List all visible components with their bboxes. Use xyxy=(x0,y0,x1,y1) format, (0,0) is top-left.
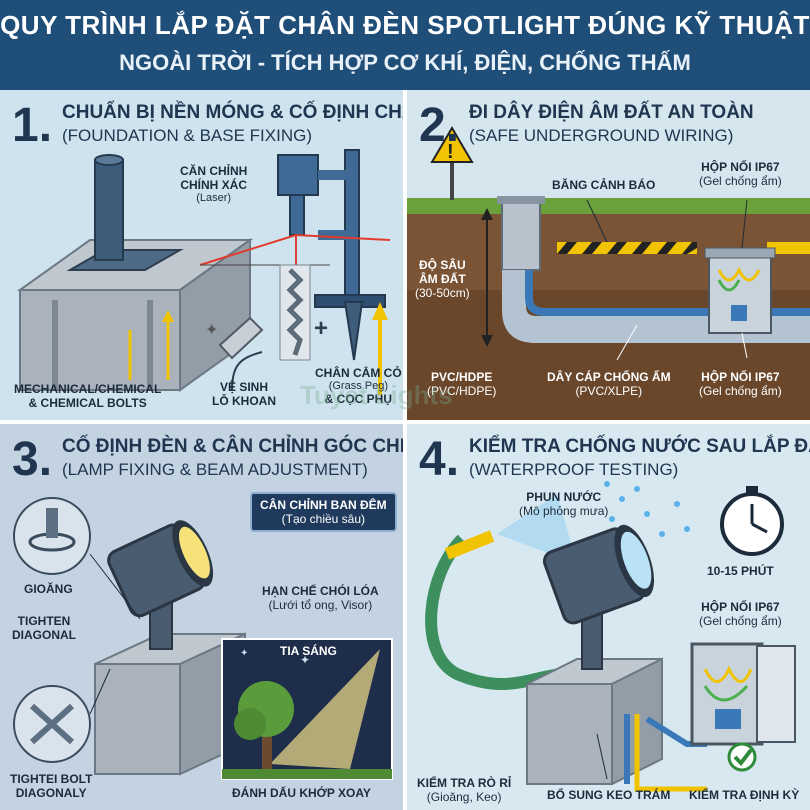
label-junction-box: HỘP NỐI IP67 (Gel chống ẩm) xyxy=(699,600,782,628)
svg-text:✦: ✦ xyxy=(300,653,310,667)
step-1-subtitle: (FOUNDATION & BASE FIXING) xyxy=(62,126,312,145)
page-title: QUY TRÌNH LẮP ĐẶT CHÂN ĐÈN SPOTLIGHT ĐÚN… xyxy=(0,10,810,40)
water-spray xyxy=(497,494,577,564)
step-4-panel: 4. KIỂM TRA CHỐNG NƯỚC SAU LẮP ĐẶT (WATE… xyxy=(407,424,810,810)
step-2-subtitle: (SAFE UNDERGROUND WIRING) xyxy=(469,126,734,145)
page-header: QUY TRÌNH LẮP ĐẶT CHÂN ĐÈN SPOTLIGHT ĐÚN… xyxy=(0,0,810,90)
label-light-beam: TIA SÁNG xyxy=(280,644,337,658)
step-3-panel: ✦ ✦ 3. CỐ ĐỊNH ĐÈN & CÂN CHỈNH GÓC CHIẾU… xyxy=(0,424,403,810)
label-warning-tape: BĂNG CẢNH BÁO xyxy=(552,178,656,192)
step-4-illustration xyxy=(425,481,796,792)
lamp-lens xyxy=(178,526,210,579)
label-night-adjust: CÂN CHỈNH BAN ĐÊM (Tạo chiều sâu) xyxy=(250,492,397,532)
page-subtitle: NGOÀI TRỜI - TÍCH HỢP CƠ KHÍ, ĐIỆN, CHỐN… xyxy=(119,50,691,75)
label-align-precise: CĂN CHỈNH CHÍNH XÁC (Laser) xyxy=(180,164,248,204)
label-clean-hole: VỆ SINH LỖ KHOAN xyxy=(212,380,276,408)
warning-sign-icon xyxy=(430,126,474,163)
concrete-block-front xyxy=(19,289,181,391)
junction-box-icon xyxy=(708,254,772,334)
label-grass-peg: CHÂN CẮM CỎ (Grass Peg) & CỌC PHỤ xyxy=(315,366,402,406)
label-pvc-pipe: PVC/HDPE (PVC/HDPE) xyxy=(427,370,497,398)
up-arrow-icon xyxy=(372,302,388,320)
step-1-number: 1. xyxy=(12,99,53,152)
svg-text:✦: ✦ xyxy=(205,322,218,339)
label-tighten-bolt: TIGHTEI BOLT DIAGONALY xyxy=(10,772,93,800)
step-3-illustration: ✦ ✦ xyxy=(13,497,393,780)
light-beam xyxy=(270,649,380,769)
laser-line xyxy=(199,234,297,266)
step-2-number: 2. xyxy=(419,99,460,152)
step-1-illustration: ✦ + xyxy=(16,149,391,395)
label-mark-joint: ĐÁNH DẤU KHỚP XOAY xyxy=(232,786,371,800)
step-3-title: CỐ ĐỊNH ĐÈN & CÂN CHỈNH GÓC CHIẾU xyxy=(62,436,403,457)
grass-peg-icon xyxy=(343,301,364,361)
step-4-title: KIỂM TRA CHỐNG NƯỚC SAU LẮP ĐẶT xyxy=(469,436,810,457)
step-2-panel: ! 2. ĐI DÂY ĐIỆN ÂM ĐẤT AN TOÀN (SAFE UN… xyxy=(407,90,810,420)
cable-blue xyxy=(525,270,810,316)
watermark-logo: Tuyet Lights xyxy=(300,380,453,410)
grass-layer xyxy=(407,198,810,214)
concrete-base xyxy=(94,663,181,775)
step-2-illustration: ! xyxy=(407,90,810,420)
label-moisture-cable: DÂY CÁP CHỐNG ẨM (PVC/XLPE) xyxy=(547,370,671,398)
label-leak-check: KIỂM TRA RÒ RỈ (Gioăng, Keo) xyxy=(417,776,512,804)
hose-nozzle-icon xyxy=(444,530,495,560)
label-add-sealant: BỔ SUNG KEO TRÁM xyxy=(547,788,671,802)
cleaning-brush-icon xyxy=(218,316,264,360)
label-junction-box-bottom: HỘP NỐI IP67 (Gel chống ẩm) xyxy=(699,370,782,398)
label-test-duration: 10-15 PHÚT xyxy=(707,564,774,578)
panel-divider-horizontal xyxy=(0,420,810,424)
label-burial-depth: ĐỘ SÂU ÂM ĐẤT (30-50cm) xyxy=(415,258,470,300)
label-junction-box-top: HỘP NỐI IP67 (Gel chống ẩm) xyxy=(699,160,782,188)
step-1-title: CHUẨN BỊ NỀN MÓNG & CỐ ĐỊNH CHÂN ĐẾ xyxy=(62,102,403,123)
plus-sign: + xyxy=(314,315,328,342)
svg-text:!: ! xyxy=(447,141,454,163)
step-3-number: 3. xyxy=(12,433,53,486)
step-2-title: ĐI DÂY ĐIỆN ÂM ĐẤT AN TOÀN xyxy=(469,102,754,123)
label-tighten-diagonal: TIGHTEN DIAGONAL xyxy=(12,614,76,642)
warning-tape xyxy=(557,242,697,254)
label-water-spray: PHUN NƯỚC (Mô phỏng mưa) xyxy=(519,490,609,518)
label-bolts: MECHANICAL/CHEMICAL & CHEMICAL BOLTS xyxy=(14,382,162,410)
lamp-base-box xyxy=(501,199,541,271)
drill-bit-icon xyxy=(286,268,304,356)
step-1-panel: ✦ + 1. CHUẨN BỊ NỀN MÓNG & CỐ ĐỊNH CHÂN … xyxy=(0,90,403,420)
label-gasket: GIOĂNG xyxy=(24,582,73,596)
panel-divider-vertical xyxy=(403,90,407,810)
lamp-post xyxy=(94,159,124,261)
svg-text:✦: ✦ xyxy=(240,648,248,659)
step-3-subtitle: (LAMP FIXING & BEAM ADJUSTMENT) xyxy=(62,460,368,479)
check-icon xyxy=(727,742,757,772)
label-periodic-check: KIỂM TRA ĐỊNH KỲ xyxy=(689,788,800,802)
step-4-number: 4. xyxy=(419,433,460,486)
concrete-base xyxy=(526,683,613,785)
step-4-subtitle: (WATERPROOF TESTING) xyxy=(469,460,679,479)
drill-press-icon xyxy=(277,154,319,196)
label-limit-glare: HẠN CHẾ CHÓI LÓA (Lưới tổ ong, Visor) xyxy=(262,584,379,612)
pvc-pipe xyxy=(508,270,810,334)
